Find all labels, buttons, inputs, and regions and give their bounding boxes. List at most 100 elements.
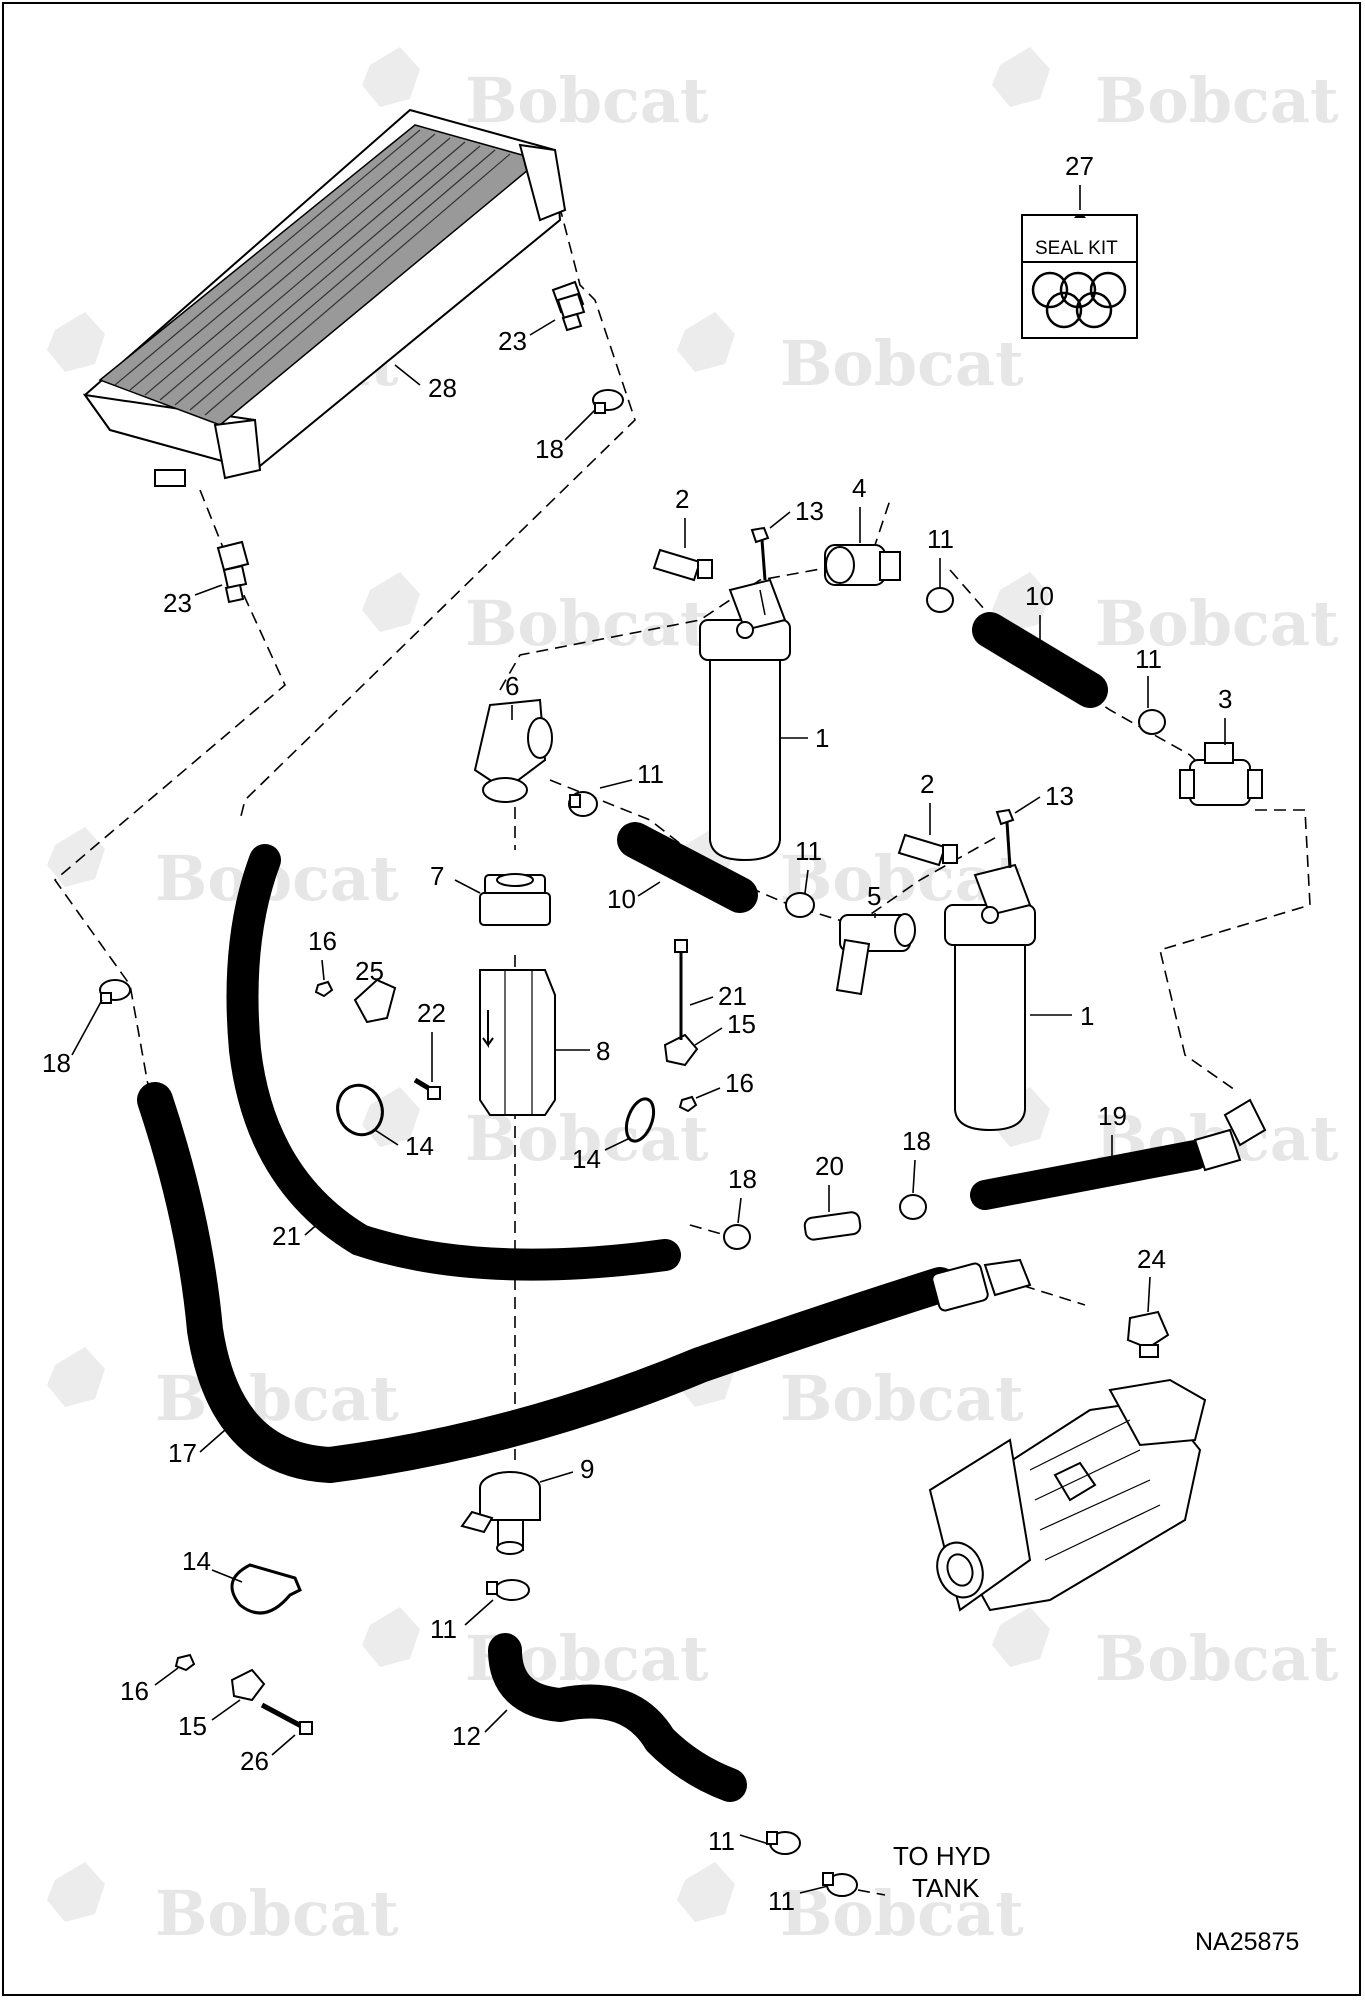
watermark: Bobcat [362, 572, 709, 660]
tank-note-line1: TO HYD [893, 1841, 991, 1871]
callout-number: 17 [168, 1438, 197, 1468]
hose-clamp [785, 892, 815, 918]
callout-number: 11 [768, 1886, 795, 1916]
watermark: Bobcat [677, 312, 1024, 400]
hose-clamp [899, 1194, 927, 1220]
hose-21 [241, 859, 666, 1266]
hydraulic-filter [944, 863, 1036, 1132]
callout-number: 10 [607, 884, 636, 914]
bolt [260, 1702, 313, 1735]
cooler-fitting [216, 540, 250, 604]
callout-number: 3 [1218, 684, 1232, 714]
hose-clamp [99, 979, 131, 1004]
callout-number: 9 [580, 1454, 594, 1484]
callout-number: 7 [430, 861, 444, 891]
svg-text:Bobcat: Bobcat [155, 1877, 399, 1950]
callout-number: 13 [795, 496, 824, 526]
callout-number: 26 [240, 1746, 269, 1776]
callout-number: 2 [675, 484, 689, 514]
hose-clamp [1138, 709, 1166, 735]
callout-number: 11 [795, 836, 822, 866]
callout-number: 19 [1098, 1101, 1127, 1131]
callout-number: 1 [1080, 1001, 1094, 1031]
bolt [674, 939, 688, 1040]
callout-number: 6 [505, 671, 519, 701]
hose-clamp [486, 1579, 530, 1601]
svg-text:Bobcat: Bobcat [1095, 587, 1339, 660]
shutoff-valve [460, 1471, 541, 1555]
callout-number: 16 [308, 926, 337, 956]
callout-number: 21 [272, 1221, 301, 1251]
callout-number: 15 [727, 1009, 756, 1039]
callout-number: 10 [1025, 581, 1054, 611]
hose-clamp [926, 587, 954, 613]
splice-fitting [803, 1211, 862, 1241]
svg-text:Bobcat: Bobcat [780, 1362, 1024, 1435]
cooler-fitting [551, 280, 586, 332]
callout-number: 1 [815, 723, 829, 753]
watermark: Bobcat [362, 1087, 709, 1175]
callout-number: 23 [498, 326, 527, 356]
watermark: Bobcat [47, 1862, 399, 1950]
svg-text:Bobcat: Bobcat [155, 1362, 399, 1435]
callout-number: 15 [178, 1711, 207, 1741]
callout-number: 25 [355, 956, 384, 986]
hose-clamp [568, 791, 598, 817]
seal-kit-label: SEAL KIT [1035, 238, 1118, 259]
callout-number: 11 [637, 759, 664, 789]
bolt [413, 1077, 442, 1100]
bolt [995, 808, 1015, 869]
callout-number: 18 [535, 434, 564, 464]
hose-clamp [822, 1872, 858, 1897]
svg-text:Bobcat: Bobcat [780, 1877, 1024, 1950]
adapter-fitting [479, 873, 551, 926]
callout-number: 11 [430, 1614, 457, 1644]
bolt [750, 526, 770, 581]
pump-fitting [1126, 1310, 1170, 1358]
flow-arrow-icon [482, 1010, 494, 1049]
callout-number: 11 [708, 1826, 735, 1856]
svg-text:Bobcat: Bobcat [780, 327, 1024, 400]
hose-clamp [766, 1831, 801, 1855]
callout-number: 4 [852, 473, 866, 503]
callout-number: 18 [728, 1164, 757, 1194]
callout-number: 5 [867, 881, 881, 911]
callout-number: 14 [405, 1131, 434, 1161]
callout-labels: 1 1 2 2 3 4 5 6 7 8 9 10 10 11 11 11 11 … [42, 319, 1232, 1916]
callout-number: 16 [725, 1068, 754, 1098]
callout-number: 14 [182, 1546, 211, 1576]
svg-text:Bobcat: Bobcat [1095, 1622, 1339, 1695]
callout-number: 18 [902, 1126, 931, 1156]
drawing-number: NA25875 [1195, 1928, 1299, 1956]
oil-cooler [82, 108, 567, 487]
watermark: Bobcat [677, 1862, 1024, 1950]
hose-19 [984, 1154, 1196, 1196]
hose-10 [634, 839, 741, 896]
elbow-fitting [473, 698, 553, 803]
hose-clamp [723, 1224, 751, 1250]
callout-number: 13 [1045, 781, 1074, 811]
hose-end-fitting [931, 1258, 1032, 1312]
hydraulic-pump [928, 1378, 1207, 1612]
cable-tie-clamp [336, 1083, 384, 1137]
tank-note: TO HYD TANK [857, 1841, 991, 1903]
elbow-fitting [824, 544, 901, 586]
nut [314, 980, 334, 998]
callout-number: 21 [718, 981, 747, 1011]
watermark: Bobcat [362, 47, 709, 137]
elbow-fitting [835, 913, 916, 996]
nut [678, 1095, 698, 1113]
callout-number: 18 [42, 1048, 71, 1078]
hose-clamp [230, 1563, 302, 1615]
nut [174, 1653, 196, 1672]
cable-tie-clamp [624, 1097, 656, 1143]
watermark: Bobcat [992, 572, 1339, 660]
callout-number: 11 [1135, 644, 1162, 674]
pressure-switch [652, 548, 713, 582]
watermark: Bobcat [47, 827, 399, 915]
watermark: Bobcat [992, 1607, 1339, 1695]
callout-number: 23 [163, 588, 192, 618]
callout-number: 24 [1137, 1244, 1166, 1274]
callout-number: 2 [920, 769, 934, 799]
seal-kit: 27 SEAL KIT [1021, 151, 1138, 339]
